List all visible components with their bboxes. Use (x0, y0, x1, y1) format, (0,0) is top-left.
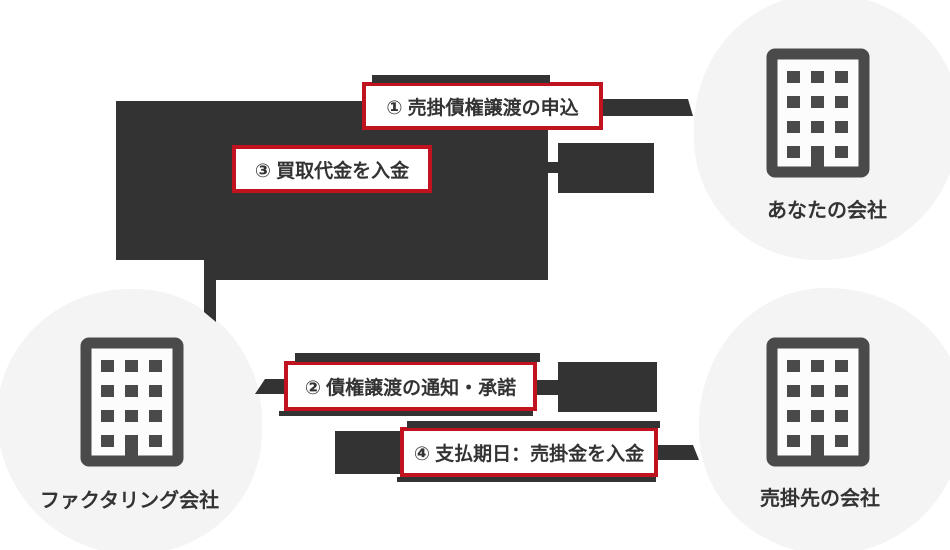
step-4-label: ④ 支払期日：売掛金を入金 (400, 427, 658, 477)
step-1-label-text: ① 売掛債権譲渡の申込 (386, 97, 579, 119)
step-2-arrow-block (558, 362, 657, 412)
step-3-connector (548, 162, 558, 173)
step-2-label-text: ② 債権譲渡の通知・承諾 (304, 377, 517, 399)
step-3-arrow-block (558, 143, 654, 193)
step-2-arrow-bar-left (255, 379, 285, 394)
step-4-label-text: ④ 支払期日：売掛金を入金 (413, 443, 645, 465)
step-2-connector (537, 380, 559, 395)
company-label-customer-company: 売掛先の会社 (760, 488, 880, 510)
step-4-box-shadow-strip-bottom (397, 477, 656, 482)
step-2-box-shadow-strip-top (295, 353, 540, 362)
step-4-arrow-block (335, 431, 400, 474)
step-1-label: ① 売掛債権譲渡の申込 (362, 82, 603, 130)
step-1-box-shadow-strip (372, 75, 550, 83)
step-4-box-shadow-strip-top (407, 421, 660, 428)
step-3-label: ③ 買取代金を入金 (232, 145, 432, 193)
company-label-factoring-company: ファクタリング会社 (39, 490, 220, 512)
step-3-label-text: ③ 買取代金を入金 (254, 160, 410, 182)
step-2-box-shadow-strip-bottom (279, 411, 533, 416)
building-icon (80, 337, 184, 467)
step-4-arrow-bar-right (658, 445, 699, 460)
building-icon (766, 337, 870, 467)
company-label-your-company: あなたの会社 (767, 200, 887, 222)
speech-bubble (116, 101, 548, 322)
step-2-label: ② 債権譲渡の通知・承諾 (284, 361, 537, 411)
step-1-arrow-bar (603, 99, 693, 116)
building-icon (766, 48, 870, 178)
